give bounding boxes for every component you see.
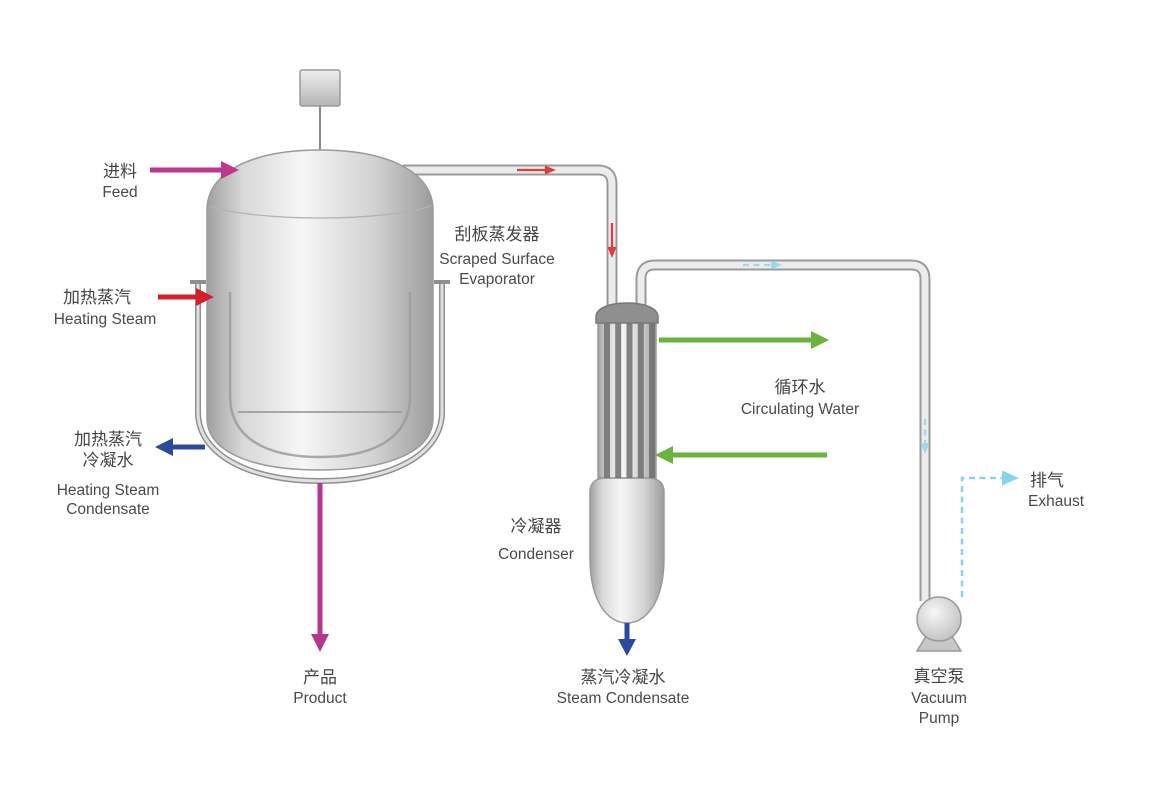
circulating-water-label-zh: 循环水 bbox=[775, 378, 826, 397]
exhaust-label-zh: 排气 bbox=[1030, 471, 1064, 490]
evaporator-label-en2: Evaporator bbox=[459, 271, 535, 288]
condenser-label-zh: 冷凝器 bbox=[511, 517, 562, 536]
steam-condensate-arrow-head bbox=[618, 639, 636, 656]
condenser-lower-shell bbox=[589, 477, 665, 624]
heating-steam-label-zh: 加热蒸汽 bbox=[63, 288, 131, 307]
heating-steam-condensate-label-en1: Heating Steam bbox=[57, 482, 160, 499]
flow-arrows bbox=[150, 161, 1019, 656]
vacuum-pump-label-en2: Pump bbox=[919, 710, 960, 727]
vacuum-pump-label-en1: Vacuum bbox=[911, 690, 967, 707]
condenser-assembly bbox=[589, 302, 665, 624]
vacuum-pump bbox=[915, 596, 963, 652]
condenser-label-en: Condenser bbox=[498, 546, 574, 563]
exhaust-label-en: Exhaust bbox=[1028, 493, 1085, 510]
vapor-flow-arrow-v-head bbox=[607, 247, 617, 258]
feed-label-zh: 进料 bbox=[103, 162, 137, 181]
condenser-tube bbox=[615, 322, 622, 478]
motor bbox=[299, 69, 341, 107]
steam-condensate-label-en: Steam Condensate bbox=[557, 690, 690, 707]
vacuum-pump-body bbox=[916, 596, 962, 642]
condenser-to-pump-pipe-fill bbox=[637, 261, 929, 601]
vapor-flow-arrow-h-head bbox=[545, 165, 556, 175]
heating-steam-arrow-head bbox=[196, 288, 214, 306]
exhaust-arrow-head bbox=[1002, 470, 1019, 486]
circulating-water-out-arrow-head bbox=[811, 331, 829, 349]
labels: 进料 Feed 加热蒸汽 Heating Steam 加热蒸汽 冷凝水 Heat… bbox=[54, 162, 1085, 727]
heating-steam-label-en: Heating Steam bbox=[54, 311, 157, 328]
pipe-network bbox=[403, 164, 931, 601]
vacuum-flow-arrow-v-head bbox=[920, 443, 930, 454]
exhaust-arrow-line bbox=[960, 476, 1002, 597]
feed-arrow-head bbox=[221, 161, 239, 179]
evaporator-label-zh: 刮板蒸发器 bbox=[455, 225, 540, 244]
product-label-en: Product bbox=[293, 690, 347, 707]
evaporator-label-en1: Scraped Surface bbox=[439, 251, 554, 268]
vacuum-pump-label-zh: 真空泵 bbox=[914, 667, 965, 686]
condenser-tube bbox=[626, 322, 633, 478]
steam-condensate-label-zh: 蒸汽冷凝水 bbox=[581, 668, 666, 687]
heating-steam-condensate-label-en2: Condensate bbox=[66, 501, 150, 518]
vacuum-flow-arrow-h-head bbox=[771, 260, 782, 270]
product-arrow-head bbox=[311, 634, 329, 652]
feed-label-en: Feed bbox=[102, 184, 137, 201]
heating-steam-condensate-label-zh1: 加热蒸汽 bbox=[74, 430, 142, 449]
circulating-water-label-en: Circulating Water bbox=[741, 401, 859, 418]
condenser-to-pump-pipe bbox=[635, 259, 931, 601]
vessel-dome-seam bbox=[208, 205, 432, 219]
heating-steam-condensate-arrow-head bbox=[155, 438, 173, 456]
evaporator-to-condenser-pipe-fill bbox=[403, 166, 616, 312]
evaporator-vessel bbox=[206, 149, 434, 471]
product-label-zh: 产品 bbox=[303, 668, 337, 687]
condenser-tube bbox=[637, 322, 644, 478]
inner-vessel-wall bbox=[228, 292, 412, 459]
condenser-tube bbox=[604, 322, 610, 478]
evaporator-assembly bbox=[190, 69, 450, 485]
circulating-water-in-arrow-head bbox=[655, 446, 673, 464]
condenser-top-cap bbox=[595, 302, 659, 324]
heating-jacket-fill bbox=[196, 284, 444, 483]
heating-steam-condensate-label-zh2: 冷凝水 bbox=[83, 451, 134, 470]
condenser-tube bbox=[649, 322, 655, 478]
